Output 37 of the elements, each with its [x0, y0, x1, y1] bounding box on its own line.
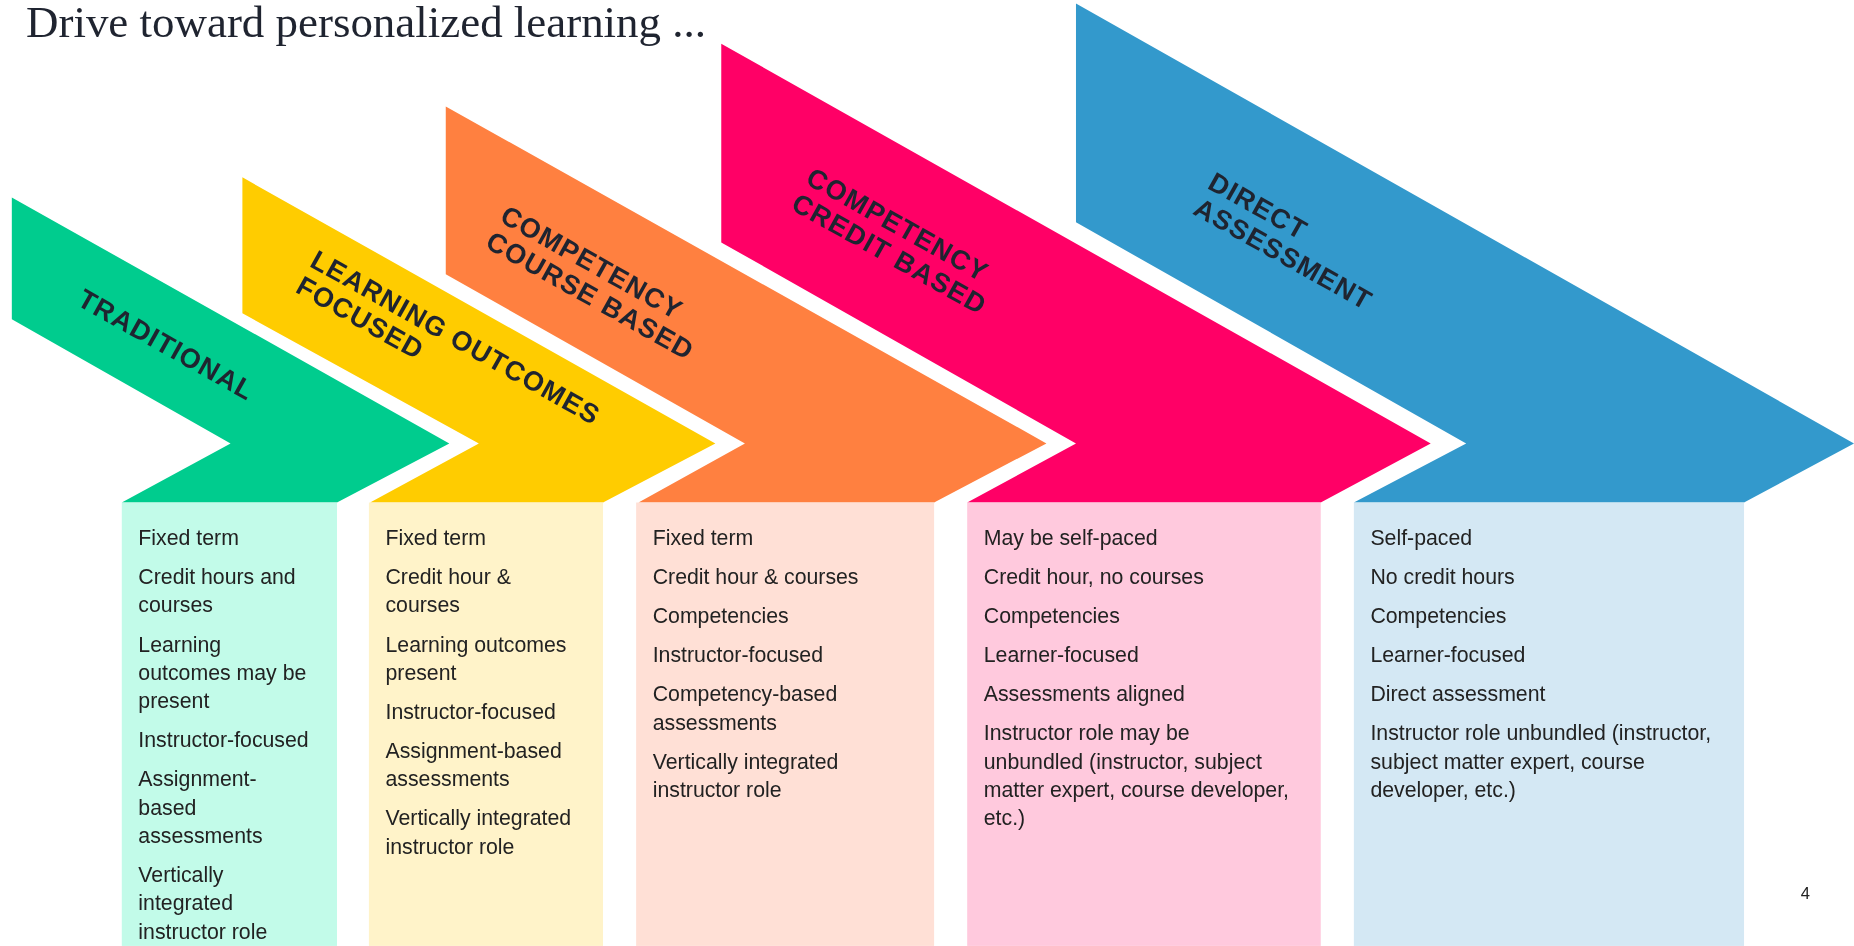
list-item: May be self-paced: [983, 525, 1159, 552]
list-item: Fixed term: [652, 525, 755, 552]
list-item: Vertically integrated instructor role: [385, 805, 573, 861]
list-item: Assignment-based assessments: [138, 766, 264, 850]
list-item: Credit hour & courses: [385, 564, 512, 620]
list-item: Fixed term: [138, 525, 240, 552]
page-number: 4: [1800, 883, 1810, 903]
list-item: Vertically integrated instructor role: [138, 862, 269, 946]
text-panel: [636, 502, 935, 946]
list-item: Instructor-focused: [138, 727, 310, 754]
list-item: Competencies: [652, 603, 790, 630]
slide-title: Drive toward personalized learning ...: [26, 0, 706, 48]
list-item: Instructor role may be unbundled (instructor, subject matter expert, course developer, etc.): [983, 720, 1290, 833]
text-panel: [121, 502, 337, 946]
list-item: Instructor-focused: [385, 699, 557, 726]
list-item: Fixed term: [385, 525, 487, 552]
list-item: Assessments aligned: [983, 681, 1186, 708]
list-item: Credit hour, no courses: [983, 564, 1205, 591]
list-item: Vertically integrated instructor role: [652, 748, 840, 804]
list-item: Instructor role unbundled (instructor, subject matter expert, course developer, etc.): [1370, 720, 1713, 804]
list-item: Assignment-based assessments: [385, 738, 563, 794]
list-item: Competencies: [1370, 603, 1508, 630]
list-item: Credit hour & courses: [652, 564, 860, 591]
list-item: Competencies: [983, 603, 1121, 630]
list-item: Direct assessment: [1370, 681, 1547, 708]
list-item: Instructor-focused: [652, 642, 824, 669]
list-item: Credit hours and courses: [138, 564, 297, 620]
list-item: Competency-based assessments: [652, 681, 839, 737]
text-panel: [967, 502, 1321, 946]
list-item: Learner-focused: [1370, 642, 1527, 669]
list-item: Self-paced: [1370, 525, 1474, 552]
list-item: Learning outcomes may be present: [138, 631, 308, 715]
text-panel: [1353, 502, 1745, 946]
list-item: Learning outcomes present: [385, 631, 568, 687]
list-item: Learner-focused: [983, 642, 1140, 669]
list-item: No credit hours: [1370, 564, 1516, 591]
text-panel: [368, 502, 603, 946]
